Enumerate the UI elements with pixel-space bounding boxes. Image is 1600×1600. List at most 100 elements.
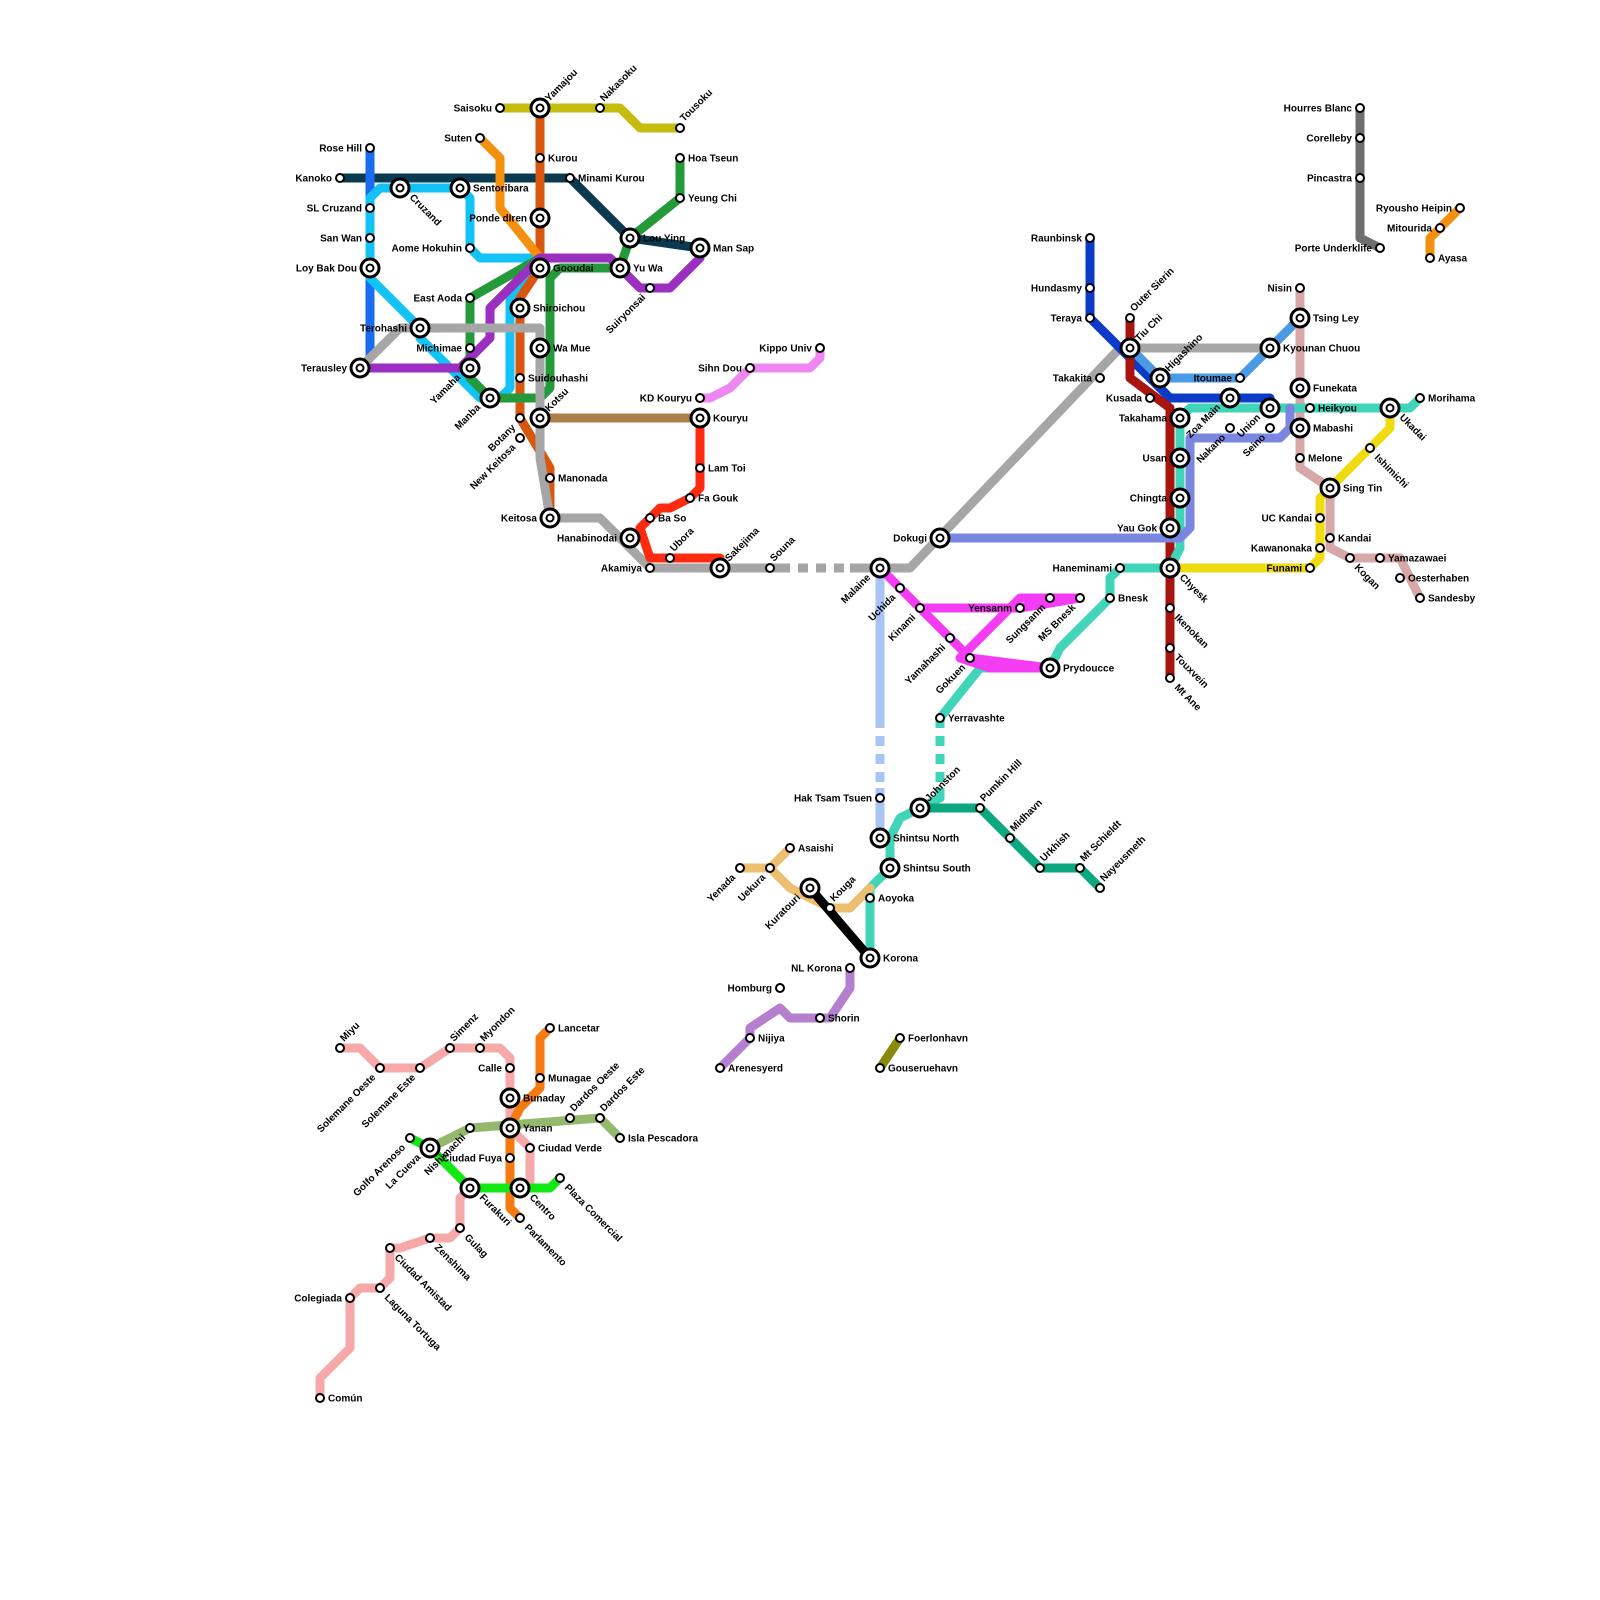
station-mt-schieldt[interactable] [1076,864,1084,872]
station-ms-bnesk[interactable] [1076,594,1084,602]
station-chingta[interactable] [1171,489,1189,507]
station-kinami[interactable] [916,604,924,612]
station-suiryonsai[interactable] [646,284,654,292]
station-loy-bak-dou[interactable] [361,259,379,277]
station-kouga[interactable] [826,904,834,912]
station-uekura[interactable] [766,864,774,872]
station-yamaha[interactable] [461,359,479,377]
station-man-sap[interactable] [691,239,709,257]
station-gokuen[interactable] [966,654,974,662]
station-johnston[interactable] [911,799,929,817]
station-bnesk[interactable] [1106,594,1114,602]
station-yu-wa[interactable] [611,259,629,277]
station-uchida[interactable] [896,584,904,592]
station-minami-kurou[interactable] [566,174,574,182]
station-lancetar[interactable] [546,1024,554,1032]
station-bunaday[interactable] [501,1089,519,1107]
station-kandai[interactable] [1326,534,1334,542]
station-souna[interactable] [766,564,774,572]
station-la-cueva[interactable] [421,1139,439,1157]
station-arenesyerd[interactable] [716,1064,724,1072]
station-nayeusmeth[interactable] [1096,884,1104,892]
station-wa-mue[interactable] [531,339,549,357]
station-nishimachi[interactable] [466,1124,474,1132]
station-yau-gok[interactable] [1161,519,1179,537]
station-funekata[interactable] [1291,379,1309,397]
station-san-wan[interactable] [366,234,374,242]
station-hoa-tseun[interactable] [676,154,684,162]
station-gulag[interactable] [456,1224,464,1232]
station-pincastra[interactable] [1356,174,1364,182]
station-com-n[interactable] [316,1394,324,1402]
station-higashino[interactable] [1151,369,1169,387]
station-dardos-oeste[interactable] [566,1114,574,1122]
station-manonada[interactable] [546,474,554,482]
station-cruzand[interactable] [391,179,409,197]
station-kusada[interactable] [1146,394,1154,402]
station-manba[interactable] [481,389,499,407]
station-yamazawaei[interactable] [1376,554,1384,562]
station-mabashi[interactable] [1291,419,1309,437]
station-teraya[interactable] [1086,314,1094,322]
station-hourres-blanc[interactable] [1356,104,1364,112]
station-midhavn[interactable] [1006,834,1014,842]
station-nakasoku[interactable] [596,104,604,112]
station-isla-pescadora[interactable] [616,1134,624,1142]
station-morihama[interactable] [1416,394,1424,402]
station-ciudad-verde[interactable] [526,1144,534,1152]
station-dardos-este[interactable] [596,1114,604,1122]
station-shiroichou[interactable] [511,299,529,317]
station-ikenokan[interactable] [1166,604,1174,612]
station-ponde-diren[interactable] [531,209,549,227]
station-korona[interactable] [861,949,879,967]
station-dokugi[interactable] [931,529,949,547]
station-fa-gouk[interactable] [686,494,694,502]
station-kanoko[interactable] [336,174,344,182]
station-ciudad-amistad[interactable] [386,1244,394,1252]
station-shintsu-south[interactable] [881,859,899,877]
station-ba-so[interactable] [646,514,654,522]
station-tiu-chi[interactable] [1121,339,1139,357]
station-sungsanm[interactable] [1046,594,1054,602]
station-sihn-dou[interactable] [746,364,754,372]
station-lou-ying[interactable] [621,229,639,247]
station-nisin[interactable] [1296,284,1304,292]
station-yeung-chi[interactable] [676,194,684,202]
station-solemane-este[interactable] [416,1064,424,1072]
station-urkhish[interactable] [1036,864,1044,872]
station-yerravashte[interactable] [936,714,944,722]
station-asaishi[interactable] [786,844,794,852]
station-ukadai[interactable] [1381,399,1399,417]
station-akamiya[interactable] [646,564,654,572]
station-tsing-ley[interactable] [1291,309,1309,327]
station-terausley[interactable] [351,359,369,377]
station-pumkin-hill[interactable] [976,804,984,812]
station-kouryu[interactable] [691,409,709,427]
station-michimae[interactable] [466,344,474,352]
station-kawanonaka[interactable] [1316,544,1324,552]
station-plaza-comercial[interactable] [556,1174,564,1182]
station-porte-underklife[interactable] [1376,244,1384,252]
station-outer-sierin[interactable] [1126,314,1134,322]
station-ryousho-heipin[interactable] [1456,204,1464,212]
station-raunbinsk[interactable] [1086,234,1094,242]
station-shorin[interactable] [816,1014,824,1022]
station-melone[interactable] [1296,454,1304,462]
station-nijiya[interactable] [746,1034,754,1042]
station-ishimichi[interactable] [1366,444,1374,452]
station-kyounan-chuou[interactable] [1261,339,1279,357]
station-prydoucce[interactable] [1041,659,1059,677]
station-sandesby[interactable] [1416,594,1424,602]
station-homburg[interactable] [776,984,784,992]
station-kurou[interactable] [536,154,544,162]
station-aoyoka[interactable] [866,894,874,902]
station-foerlonhavn[interactable] [896,1034,904,1042]
station-laguna-tortuga[interactable] [376,1284,384,1292]
station-nl-korona[interactable] [846,964,854,972]
station-ubora[interactable] [666,554,674,562]
station-touxvein[interactable] [1166,644,1174,652]
station-colegiada[interactable] [346,1294,354,1302]
station-lam-toi[interactable] [696,464,704,472]
station-furakuri[interactable] [461,1179,479,1197]
station-ayasa[interactable] [1426,254,1434,262]
